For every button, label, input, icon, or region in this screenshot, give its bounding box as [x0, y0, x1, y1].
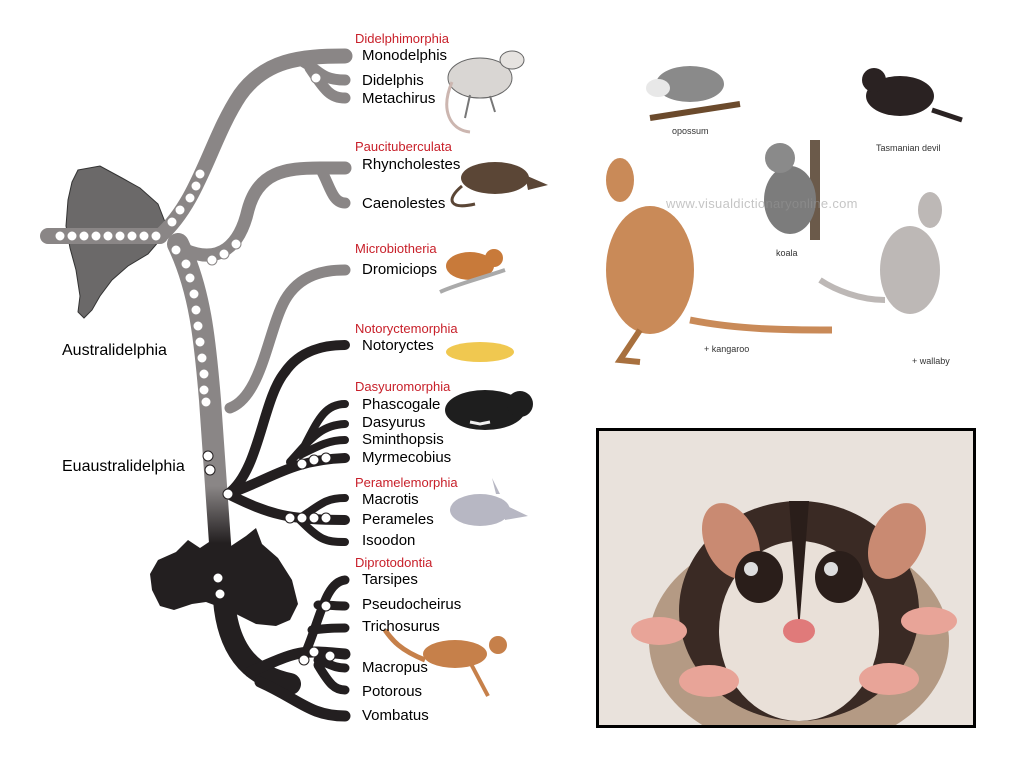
order-label-microbiotheria: Microbiotheria [355, 241, 437, 256]
genus-label: Dasyurus [362, 414, 426, 431]
genus-label: Macropus [362, 659, 428, 676]
genus-label: Pseudocheirus [362, 596, 462, 613]
genus-label: Didelphis [362, 72, 424, 89]
genus-label: Perameles [362, 511, 434, 528]
genus-label: Vombatus [362, 707, 429, 724]
monito-del-monte-illustration [439, 249, 506, 294]
genus-label: Sminthopsis [362, 431, 444, 448]
clade-euaustralidelphia: Euaustralidelphia [62, 458, 185, 475]
clade-australidelphia: Australidelphia [62, 342, 167, 359]
genus-label: Trichosurus [362, 618, 440, 635]
kangaroo-illustration [382, 628, 507, 697]
genus-label: Metachirus [362, 90, 436, 107]
genus-label: Potorous [362, 683, 423, 700]
opossum-illustration [445, 50, 525, 134]
marsupial-mole-illustration [446, 342, 514, 362]
sugar-glider-illustration [599, 431, 973, 725]
genus-label: Monodelphis [362, 47, 448, 64]
genus-label: Rhyncholestes [362, 156, 461, 173]
caption-kangaroo: + kangaroo [704, 344, 750, 354]
gallery-kangaroo [606, 158, 833, 365]
caption-tasmanian-devil: Tasmanian devil [876, 143, 941, 153]
order-label-peramelemorphia: Peramelemorphia [355, 475, 458, 490]
genus-label: Phascogale [362, 396, 441, 413]
genus-label: Tarsipes [362, 571, 418, 588]
genus-label: Macrotis [362, 491, 419, 508]
gallery-koala [764, 140, 820, 240]
order-label-dasyuromorphia: Dasyuromorphia [355, 379, 451, 394]
genus-label: Dromiciops [362, 261, 438, 278]
genus-label: Caenolestes [362, 195, 446, 212]
watermark-text: www.visualdictionaryonline.com [666, 196, 858, 211]
dispersal-dots [54, 72, 322, 408]
caption-koala: koala [776, 248, 798, 258]
gallery-tasmanian-devil [862, 68, 963, 123]
order-label-notoryctemorphia: Notoryctemorphia [355, 321, 458, 336]
order-label-diprotodontia: Diprotodontia [355, 555, 433, 570]
caption-wallaby: + wallaby [912, 356, 950, 366]
order-label-paucituberculata: Paucituberculata [355, 139, 452, 154]
order-label-didelphimorphia: Didelphimorphia [355, 31, 449, 46]
genus-label: Isoodon [362, 532, 416, 549]
gallery-opossum [646, 66, 741, 121]
gallery-wallaby [818, 192, 942, 314]
genus-label: Myrmecobius [362, 449, 452, 466]
tasmanian-devil-illustration [445, 390, 533, 430]
bilby-illustration [450, 478, 528, 526]
shrew-opossum-illustration [450, 162, 548, 208]
genus-label: Notoryctes [362, 337, 434, 354]
caption-opossum: opossum [672, 126, 709, 136]
sugar-glider-photo [596, 428, 976, 728]
